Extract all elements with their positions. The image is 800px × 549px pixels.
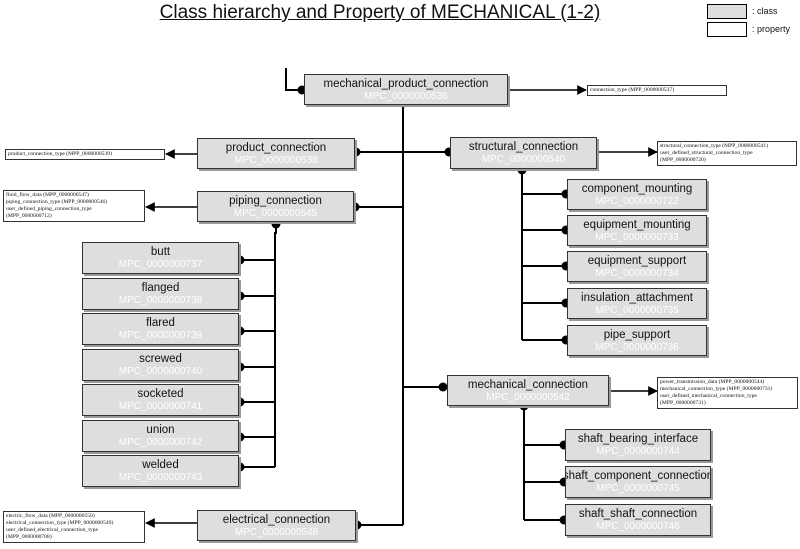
class-product-connection: product_connection MPC_0000000538 (197, 138, 355, 169)
class-shaft-component-connection: shaft_component_connection MPC_000000074… (565, 466, 711, 498)
dot-mechanical-connection (438, 382, 448, 392)
class-code: MPC_0000000746 (596, 521, 680, 532)
class-code: MPC_0000000734 (595, 267, 679, 279)
property-line: (MPP_0000000720) (660, 157, 706, 163)
root-entry-line (285, 68, 302, 91)
class-name: piping_connection (229, 194, 322, 207)
class-code: MPC_0000000538 (234, 154, 318, 166)
class-name: screwed (139, 353, 182, 365)
class-name: electrical_connection (222, 513, 331, 526)
diagram-title: Class hierarchy and Property of MECHANIC… (159, 2, 601, 23)
class-code: MPC_0000000736 (595, 341, 679, 353)
class-code: MPC_0000000740 (118, 366, 203, 377)
class-code: MPC_0000000548 (234, 526, 319, 538)
property-box-piping-connection: fluid_flow_data (MPP_0000000547) piping_… (3, 190, 145, 222)
property-line: power_transmission_data (MPP_0000000544) (660, 379, 765, 385)
class-shaft-shaft-connection: shaft_shaft_connection MPC_0000000746 (565, 504, 711, 536)
class-equipment-mounting: equipment_mounting MPC_0000000733 (567, 215, 707, 246)
class-mechanical-connection: mechanical_connection MPC_0000000542 (447, 375, 609, 406)
class-code: MPC_0000000743 (118, 472, 203, 483)
class-name: structural_connection (468, 141, 579, 153)
class-code: MPC_0000000744 (596, 446, 680, 457)
class-code: MPC_0000000540 (481, 154, 566, 165)
legend-property-swatch (707, 22, 747, 37)
legend-class-label: : class (752, 6, 778, 16)
property-box-electrical-connection: electric_flow_data (MPP_0000000550) elec… (3, 511, 145, 543)
property-line: (MPP_0000000708) (6, 534, 52, 540)
class-name: mechanical_connection (467, 378, 589, 391)
property-line: fluid_flow_data (MPP_0000000547) (6, 192, 89, 198)
property-line: user_defined_structural_connection_type (660, 150, 753, 156)
class-code: MPC_0000000733 (595, 231, 679, 243)
class-name: equipment_support (587, 254, 687, 267)
class-code: MPC_0000000739 (118, 330, 203, 341)
class-equipment-support: equipment_support MPC_0000000734 (567, 251, 707, 282)
property-box-product-connection: product_connection_type (MPP_0000000539) (5, 149, 165, 160)
class-welded: welded MPC_0000000743 (82, 455, 239, 487)
property-line: (MPP_0000000712) (6, 213, 52, 219)
property-line: piping_connection_type (MPP_0000000546) (6, 199, 108, 205)
class-butt: butt MPC_0000000737 (82, 242, 239, 274)
class-pipe-support: pipe_support MPC_0000000736 (567, 325, 707, 356)
class-name: socketed (137, 388, 184, 400)
legend-property-label: : property (752, 24, 791, 34)
class-code: MPC_0000000735 (595, 304, 679, 316)
piping-subtree-trunk (274, 224, 277, 467)
legend-class-swatch (707, 4, 747, 19)
class-union: union MPC_0000000742 (82, 420, 239, 452)
class-code: MPC_0000000542 (486, 391, 570, 403)
class-name: equipment_mounting (583, 218, 691, 231)
property-line: (MPP_0000000731) (660, 400, 706, 406)
class-insulation-attachment: insulation_attachment MPC_0000000735 (567, 288, 707, 319)
class-electrical-connection: electrical_connection MPC_0000000548 (197, 510, 356, 541)
property-box-root: connection_type (MPP_0000000537) (587, 85, 727, 96)
property-line: user_defined_electrical_connection_type (6, 527, 98, 533)
class-screwed: screwed MPC_0000000740 (82, 349, 239, 381)
property-line: product_connection_type (MPP_0000000539) (8, 151, 112, 157)
class-flanged: flanged MPC_0000000738 (82, 278, 239, 310)
property-line: electrical_connection_type (MPP_00000005… (6, 520, 114, 526)
class-name: mechanical_product_connection (323, 77, 489, 90)
property-line: mechanical_connection_type (MPP_00000007… (660, 386, 773, 392)
class-socketed: socketed MPC_0000000741 (82, 384, 239, 416)
class-code: MPC_0000000738 (118, 295, 203, 306)
property-line: connection_type (MPP_0000000537) (590, 87, 675, 93)
class-code: MPC_0000000545 (233, 207, 318, 219)
class-name: flared (146, 317, 175, 329)
class-name: product_connection (225, 141, 327, 154)
class-name: component_mounting (581, 182, 693, 195)
class-name: insulation_attachment (581, 291, 693, 304)
property-line: user_defined_piping_connection_type (6, 206, 92, 212)
class-mechanical-product-connection: mechanical_product_connection MPC_000000… (304, 74, 508, 105)
property-box-structural-connection: structural_connection_type (MPP_00000005… (657, 141, 797, 166)
class-name: pipe_support (603, 328, 671, 341)
class-name: welded (142, 459, 179, 471)
class-structural-connection: structural_connection MPC_0000000540 (450, 137, 597, 169)
class-name: shaft_shaft_connection (578, 508, 698, 520)
property-line: electric_flow_data (MPP_0000000550) (6, 513, 95, 519)
class-code: MPC_0000000742 (118, 437, 203, 448)
class-component-mounting: component_mounting MPC_0000000722 (567, 179, 707, 210)
class-piping-connection: piping_connection MPC_0000000545 (197, 191, 354, 222)
class-name: flanged (141, 282, 180, 294)
class-name: shaft_component_connection (565, 470, 711, 482)
class-name: butt (150, 246, 171, 258)
class-shaft-bearing-interface: shaft_bearing_interface MPC_0000000744 (565, 429, 711, 461)
class-name: shaft_bearing_interface (577, 433, 699, 445)
class-flared: flared MPC_0000000739 (82, 313, 239, 345)
class-code: MPC_0000000745 (596, 483, 680, 494)
class-code: MPC_0000000737 (118, 259, 203, 270)
property-line: structural_connection_type (MPP_00000005… (660, 143, 768, 149)
property-box-mechanical-connection: power_transmission_data (MPP_0000000544)… (657, 377, 798, 409)
property-line: user_defined_mechanical_connection_type (660, 393, 757, 399)
class-name: union (146, 424, 175, 436)
class-code: MPC_0000000536 (364, 90, 448, 102)
class-code: MPC_0000000722 (595, 195, 679, 207)
class-code: MPC_0000000741 (118, 401, 203, 412)
